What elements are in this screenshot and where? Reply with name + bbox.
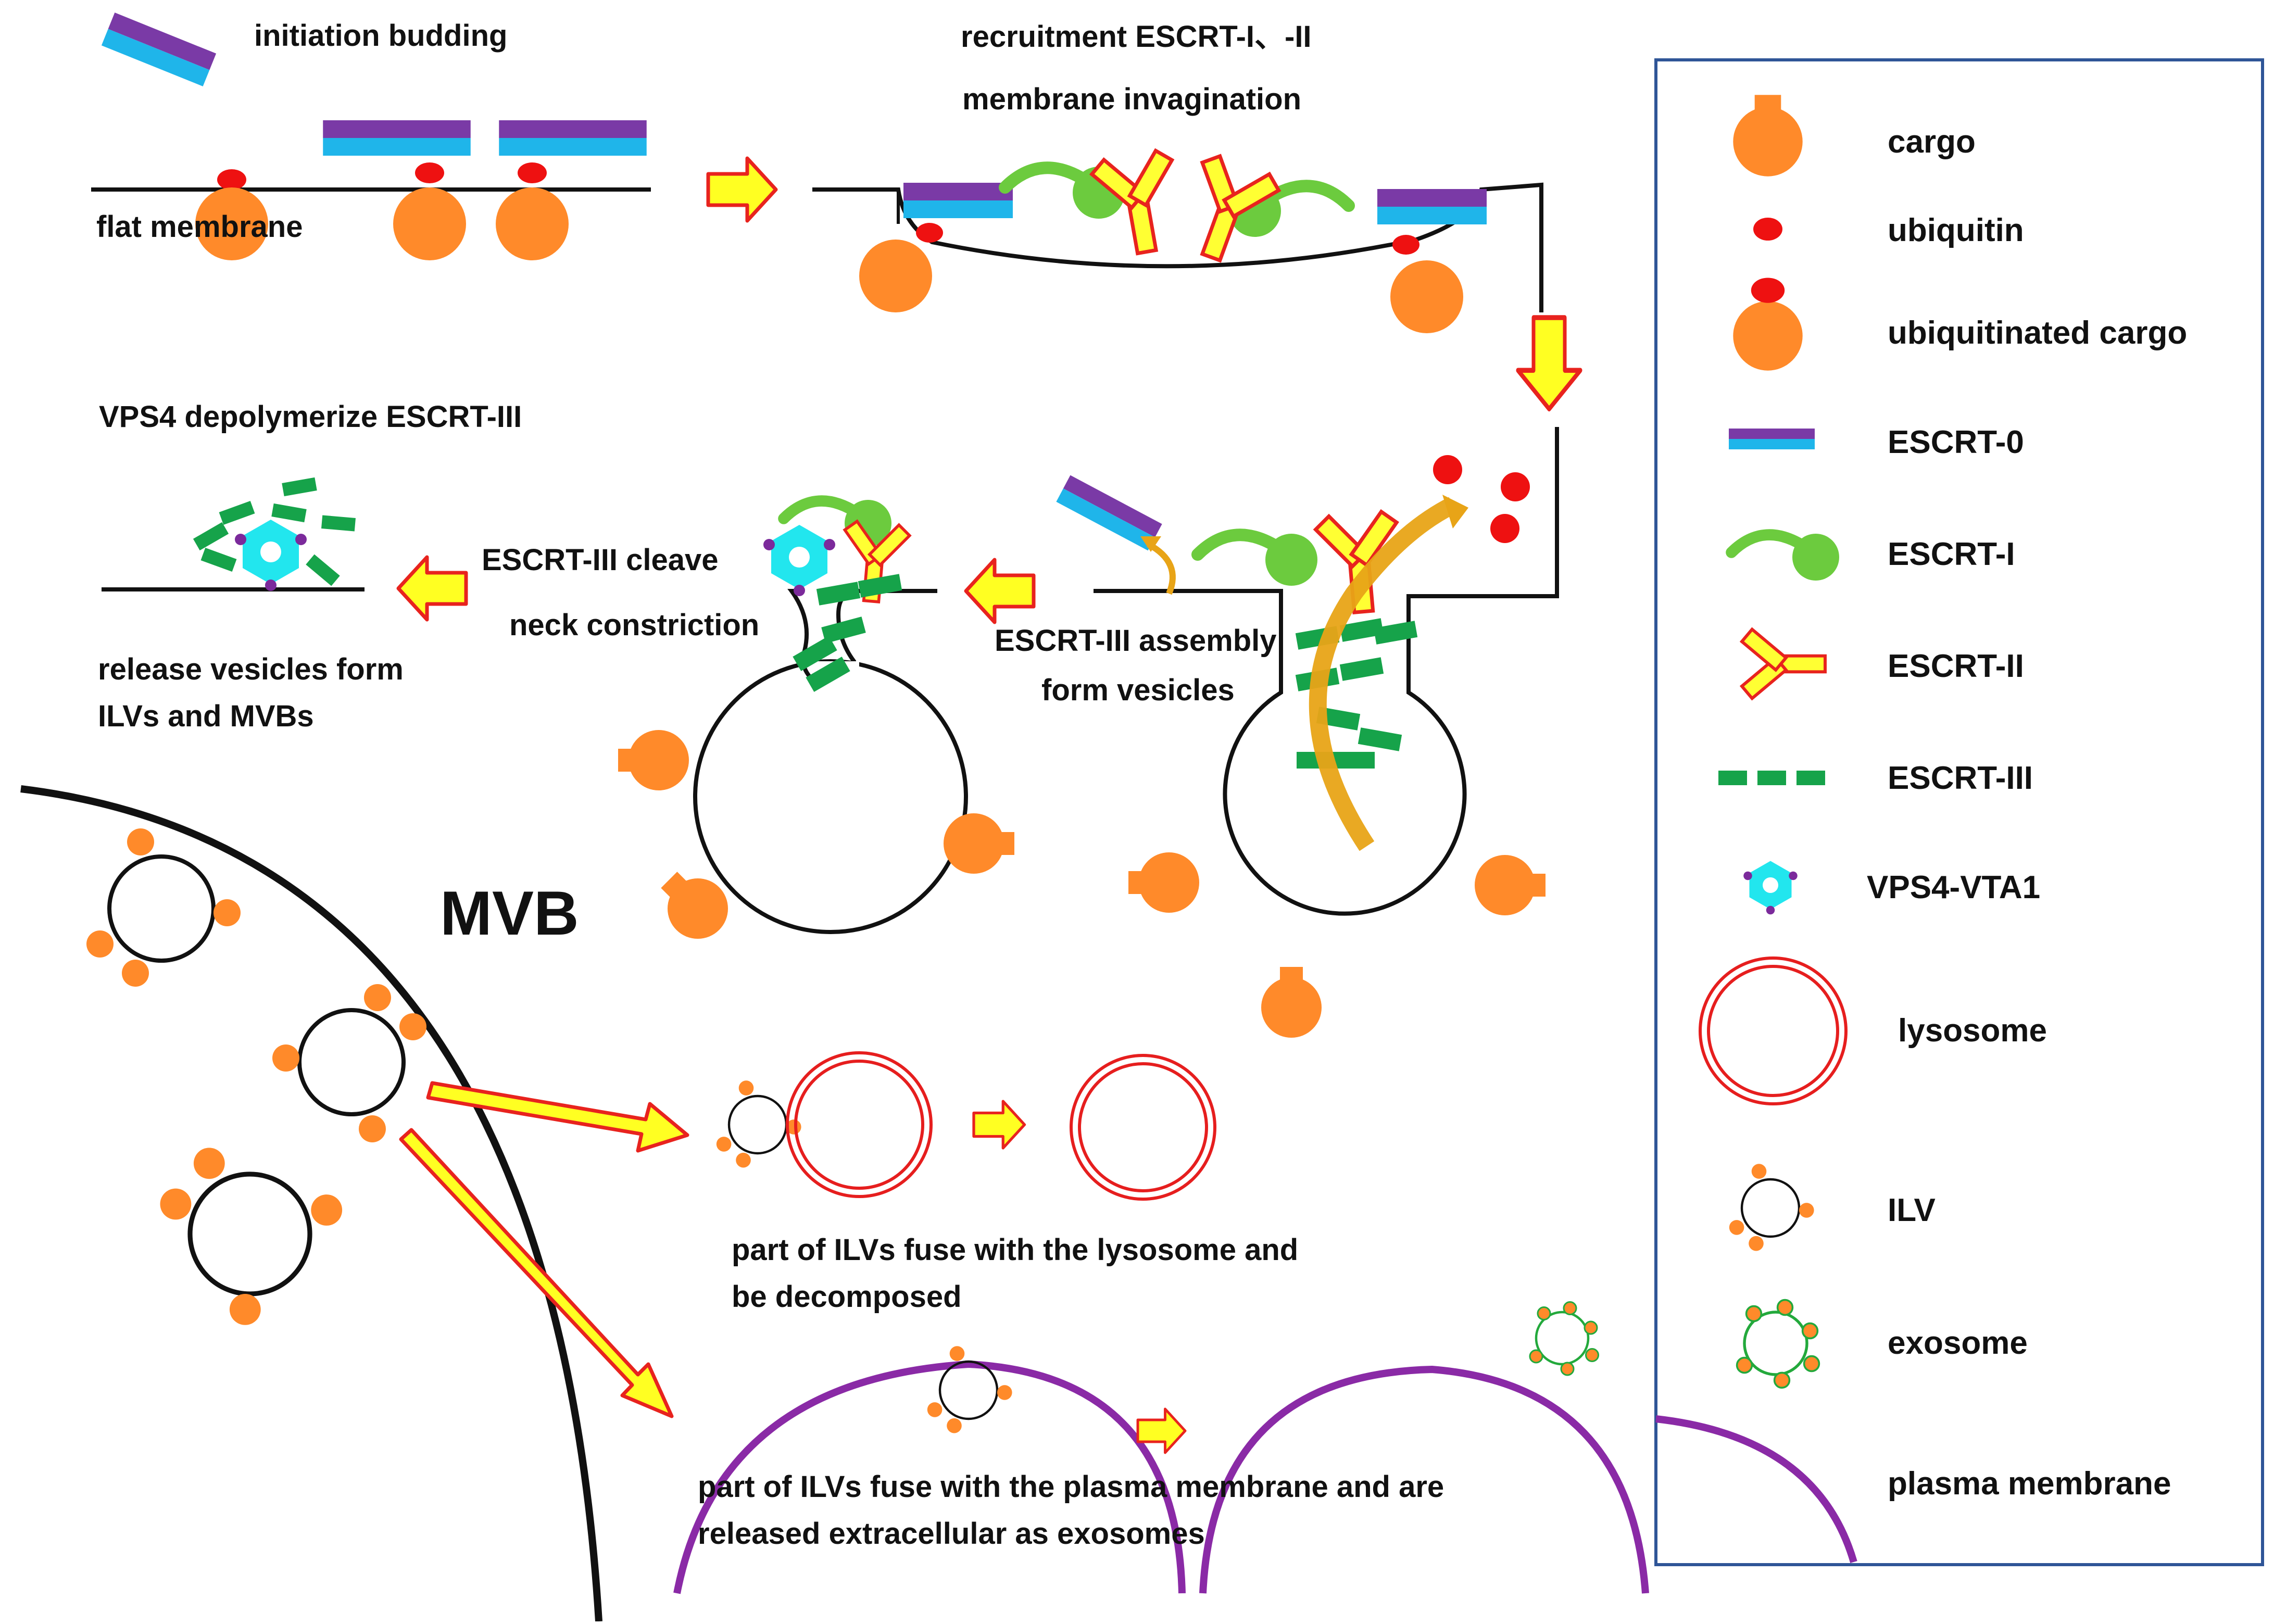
legend-label-escrt3: ESCRT-III: [1888, 760, 2033, 796]
legend-label-vps4: VPS4-VTA1: [1867, 870, 2040, 905]
label-lysosome-1: part of ILVs fuse with the lysosome and: [732, 1233, 1298, 1267]
stage-invagination: recruitment ESCRT-I、-II membrane invagin…: [812, 20, 1543, 333]
label-lysosome-2: be decomposed: [732, 1280, 962, 1314]
stage-release: VPS4 depolymerize ESCRT-III release vesi…: [98, 400, 522, 733]
legend-label-cargo: cargo: [1888, 124, 1976, 160]
mvb-ilv: [272, 984, 426, 1142]
mvb-ilv: [86, 828, 241, 987]
legend: cargo ubiquitin ubiquitinated cargo ESCR…: [1654, 58, 2264, 1566]
cargo-ball: [496, 187, 569, 260]
stage-escrt3-assembly: ESCRT-III assembly form vesicles: [995, 427, 1559, 1038]
legend-ubiquitin-swatch: [1753, 218, 1782, 241]
label-flat-membrane: flat membrane: [96, 210, 303, 244]
lysosome-fate: part of ILVs fuse with the lysosome and …: [717, 1051, 1298, 1314]
legend-lysosome-swatch: [1699, 956, 1848, 1105]
arrow-down: [1518, 318, 1580, 409]
label-initiation-budding: initiation budding: [254, 19, 507, 53]
constricting-vesicle: [693, 659, 968, 934]
stage-neck-constriction: ESCRT-III cleave neck constriction: [482, 500, 1014, 952]
legend-label-ilv: ILV: [1888, 1192, 1936, 1228]
label-form-vesicles: form vesicles: [1041, 673, 1235, 707]
ubiquitin-marker: [217, 169, 246, 190]
label-recruitment: recruitment ESCRT-I、-II: [961, 20, 1312, 54]
label-release-2: ILVs and MVBs: [98, 699, 314, 733]
legend-label-escrt2: ESCRT-II: [1888, 648, 2024, 684]
label-plasma-1: part of ILVs fuse with the plasma membra…: [698, 1470, 1444, 1504]
legend-label-escrt1: ESCRT-I: [1888, 536, 2015, 572]
plasma-fate: part of ILVs fuse with the plasma membra…: [673, 1301, 1649, 1594]
cargo-ball: [195, 187, 268, 260]
legend-label-lysosome: lysosome: [1898, 1013, 2047, 1049]
label-mvb: MVB: [440, 878, 579, 948]
mvb-membrane: [20, 785, 602, 1622]
ubiquitin-marker: [415, 162, 444, 183]
arrow-right-1: [708, 158, 776, 221]
label-vps4-depolymerize: VPS4 depolymerize ESCRT-III: [99, 400, 522, 434]
legend-label-exosome: exosome: [1888, 1325, 2028, 1361]
stage-initiation: initiation budding flat membrane: [91, 12, 651, 260]
escrt0-floating: [101, 12, 217, 86]
ubiquitin-marker: [518, 162, 547, 183]
exosome-released: [1529, 1301, 1599, 1376]
legend-label-ubiquitinated-cargo: ubiquitinated cargo: [1888, 315, 2187, 351]
arrow-to-lysosome: [426, 1081, 689, 1153]
legend-plasma-swatch: [1655, 1415, 1857, 1563]
arrow-left-2: [398, 557, 466, 620]
label-escrt3-cleave: ESCRT-III cleave: [482, 543, 719, 577]
label-release-1: release vesicles form: [98, 652, 404, 686]
legend-exosome-swatch: [1736, 1299, 1820, 1389]
budding-vesicle-membrane: [1094, 427, 1559, 916]
label-escrt3-assembly: ESCRT-III assembly: [995, 624, 1277, 658]
mvb-group: MVB: [20, 785, 602, 1622]
cargo-ball: [393, 187, 466, 260]
label-membrane-invagination: membrane invagination: [962, 82, 1301, 116]
legend-label-ubiquitin: ubiquitin: [1888, 212, 2024, 248]
legend-label-escrt0: ESCRT-0: [1888, 424, 2024, 460]
arrow-to-plasma: [399, 1128, 674, 1418]
label-neck-constriction: neck constriction: [509, 608, 759, 642]
label-plasma-2: released extracellular as exosomes: [698, 1517, 1205, 1551]
legend-label-plasma-membrane: plasma membrane: [1888, 1466, 2171, 1502]
mvb-ilv: [160, 1148, 343, 1325]
escrt0-bound-2: [499, 120, 647, 156]
legend-escrt0-swatch: [1729, 429, 1815, 449]
legend-escrt3-swatch: [1718, 771, 1825, 785]
arrow-left-1: [966, 560, 1034, 622]
escrt0-bound-1: [323, 120, 471, 156]
